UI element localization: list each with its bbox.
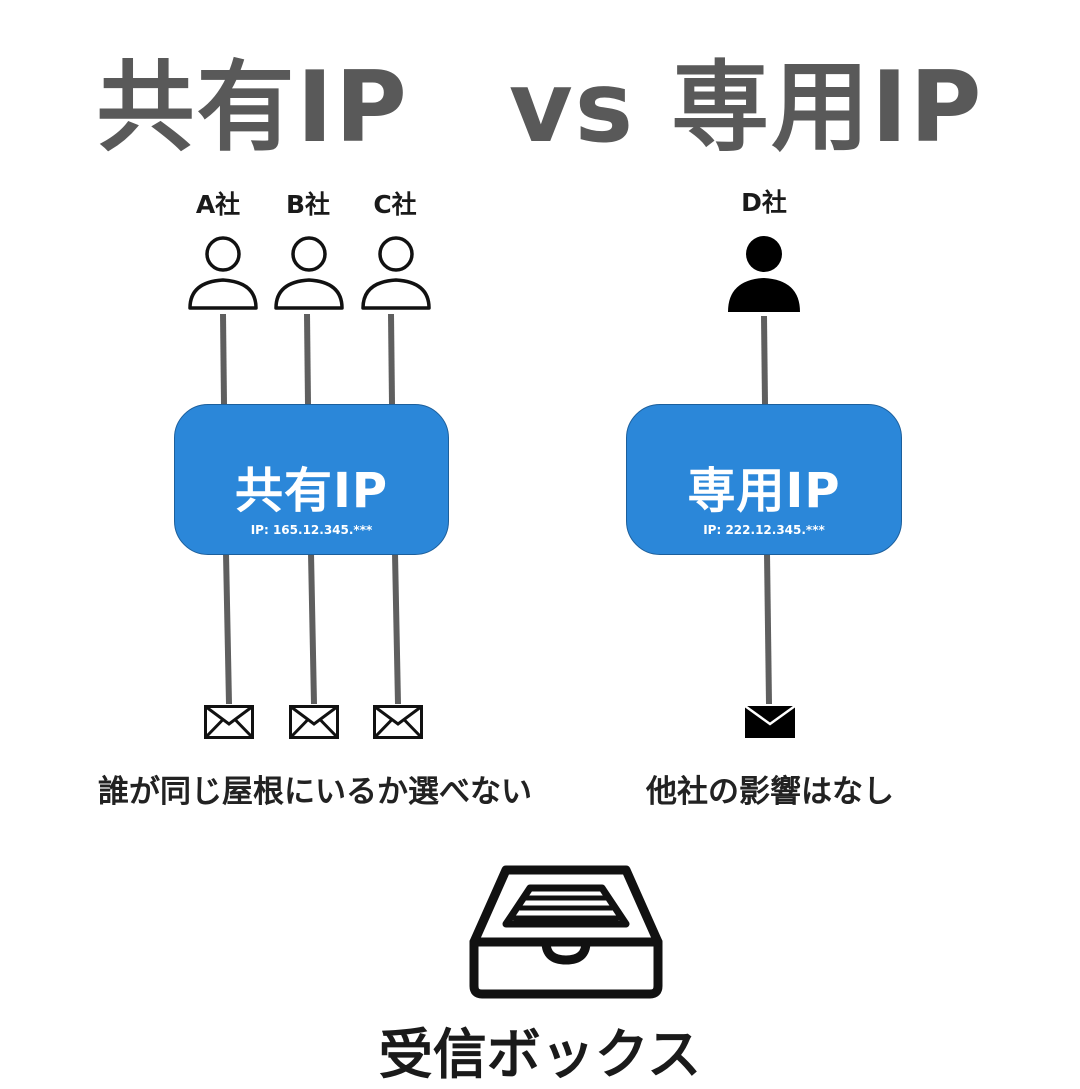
dedicated-caption: 他社の影響はなし: [646, 774, 894, 810]
shared-ip-box-title: 共有IP: [234, 463, 389, 519]
user-outline-icon: [274, 236, 344, 310]
envelope-outline-icon: [289, 705, 339, 739]
connector-line-a-top: [220, 313, 227, 405]
connector-line-b-top: [304, 313, 311, 405]
envelope-outline-icon: [373, 705, 423, 739]
connector-line-a-bottom: [223, 552, 232, 705]
user-outline-icon: [361, 236, 431, 310]
connector-line-d-bottom: [764, 552, 772, 705]
company-label-d: D社: [741, 188, 787, 217]
dedicated-ip-box: 専用IP IP: 222.12.345.***: [626, 404, 902, 555]
shared-ip-box: 共有IP IP: 165.12.345.***: [174, 404, 449, 555]
user-outline-icon: [188, 236, 258, 310]
envelope-filled-icon: [745, 706, 795, 738]
shared-caption: 誰が同じ屋根にいるか選べない: [98, 774, 532, 810]
user-filled-icon: [728, 236, 800, 312]
dedicated-ip-address: IP: 222.12.345.***: [703, 523, 825, 537]
connector-line-b-bottom: [308, 552, 317, 705]
shared-ip-address: IP: 165.12.345.***: [250, 523, 373, 537]
company-label-a: A社: [195, 190, 241, 219]
inbox-label: 受信ボックス: [378, 1023, 702, 1086]
inbox-tray-icon: [469, 865, 663, 999]
connector-line-d-top: [761, 315, 768, 405]
connector-line-c-bottom: [392, 552, 401, 705]
connector-line-c-top: [388, 313, 395, 405]
dedicated-ip-box-title: 専用IP: [687, 463, 841, 519]
company-label-c: C社: [373, 190, 417, 219]
page-title: 共有IP vs 専用IP: [96, 51, 984, 165]
envelope-outline-icon: [204, 705, 254, 739]
company-label-b: B社: [285, 190, 331, 219]
